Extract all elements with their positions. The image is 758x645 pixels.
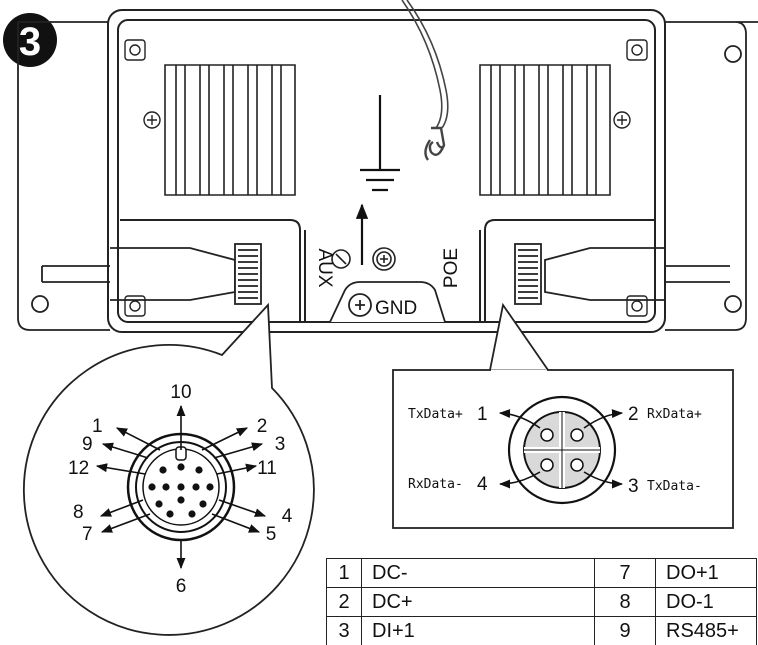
table-cell-pin-b: 9 <box>594 616 656 645</box>
aux-pin-label: 8 <box>73 502 84 523</box>
aux-pin-label: 12 <box>68 458 89 479</box>
poe-pin-1 <box>540 428 554 442</box>
aux-pin-label: 7 <box>82 524 93 545</box>
mount-hole-right-top <box>724 45 742 63</box>
aux-pin-label: 9 <box>82 434 93 455</box>
poe-signal-3: TxData- <box>647 479 702 494</box>
table-cell-func-b: RS485+ <box>655 616 757 645</box>
aux-pin-label: 1 <box>92 416 103 437</box>
aux-pin-arrow <box>95 463 146 475</box>
cable-left <box>41 243 262 305</box>
poe-signal-4: RxData- <box>408 477 463 492</box>
aux-pin-dot <box>159 466 167 474</box>
poe-port-label: POE <box>441 248 462 288</box>
poe-pin-arrows <box>498 409 624 489</box>
poe-pin-3 <box>570 458 584 472</box>
aux-pin-dot <box>206 483 214 491</box>
aux-pin-dot <box>177 496 185 504</box>
poe-signal-1: TxData+ <box>408 407 463 422</box>
step-badge: 3 <box>3 13 57 67</box>
poe-pin-labels: TxData+ 1 2 RxData+ RxData- 4 3 TxData- <box>408 404 702 497</box>
cable-right <box>514 243 730 305</box>
aux-pin-dot <box>162 483 170 491</box>
aux-pin-label: 11 <box>257 458 277 479</box>
aux-pin-label: 5 <box>266 524 277 545</box>
ground-wire <box>401 0 449 161</box>
aux-pin-dot <box>155 500 163 508</box>
aux-pin-arrow <box>211 513 261 533</box>
table-cell-func-b: DO-1 <box>655 587 757 617</box>
poe-connector-face <box>507 395 617 505</box>
ground-symbol <box>355 95 400 265</box>
table-cell-pin-a: 3 <box>326 616 362 645</box>
poe-number-1: 1 <box>477 404 488 425</box>
aux-pin-dot <box>166 510 174 518</box>
poe-signal-2: RxData+ <box>647 407 702 422</box>
aux-pin-dot <box>192 483 200 491</box>
table-cell-pin-a: 1 <box>326 558 362 588</box>
aux-pin-arrow <box>216 463 258 475</box>
aux-pin-arrow <box>99 499 144 517</box>
screw-icon <box>372 247 396 271</box>
poe-pin-2 <box>570 428 584 442</box>
table-cell-pin-b: 8 <box>594 587 656 617</box>
gnd-label: GND <box>375 298 417 319</box>
poe-number-2: 2 <box>628 404 639 425</box>
poe-pin-4 <box>540 458 554 472</box>
step-number: 3 <box>19 20 41 64</box>
aux-pin-arrow <box>116 427 161 451</box>
aux-pin-label: 4 <box>282 506 293 527</box>
heatsink-right <box>479 64 611 196</box>
aux-pin-label: 3 <box>275 434 286 455</box>
aux-pin-arrow <box>101 442 149 459</box>
aux-pin-dots <box>148 463 214 518</box>
gnd-tab: GND <box>329 281 446 323</box>
table-cell-pin-a: 2 <box>326 587 362 617</box>
aux-port-label: AUX <box>314 248 335 287</box>
aux-pin-arrow <box>213 442 264 459</box>
poe-number-3: 3 <box>628 476 639 497</box>
table-cell-pin-b: 7 <box>594 558 656 588</box>
aux-pin-arrow <box>100 513 151 533</box>
table-cell-func-a: DC+ <box>361 587 595 617</box>
aux-pin-dot <box>188 510 196 518</box>
poe-number-4: 4 <box>477 474 488 495</box>
aux-pin-arrows <box>95 404 267 570</box>
aux-pin-dot <box>148 483 156 491</box>
aux-pin-arrow <box>201 427 249 451</box>
aux-pin-label: 6 <box>176 576 187 597</box>
mount-hole-right-bottom <box>724 295 742 313</box>
heatsink-left <box>164 64 296 196</box>
aux-pin-dot <box>199 500 207 508</box>
table-cell-func-a: DC- <box>361 558 595 588</box>
mount-hole-left <box>31 295 49 313</box>
aux-pin-label: 10 <box>170 382 191 403</box>
table-cell-func-b: DO+1 <box>655 558 757 588</box>
aux-pin-label: 2 <box>257 416 268 437</box>
aux-pin-dot <box>177 483 185 491</box>
aux-pin-dot <box>195 466 203 474</box>
aux-pin-dot <box>177 463 185 471</box>
aux-pin-arrow <box>218 499 267 517</box>
table-cell-func-a: DI+1 <box>361 616 595 645</box>
aux-indicator-icon <box>331 249 351 269</box>
